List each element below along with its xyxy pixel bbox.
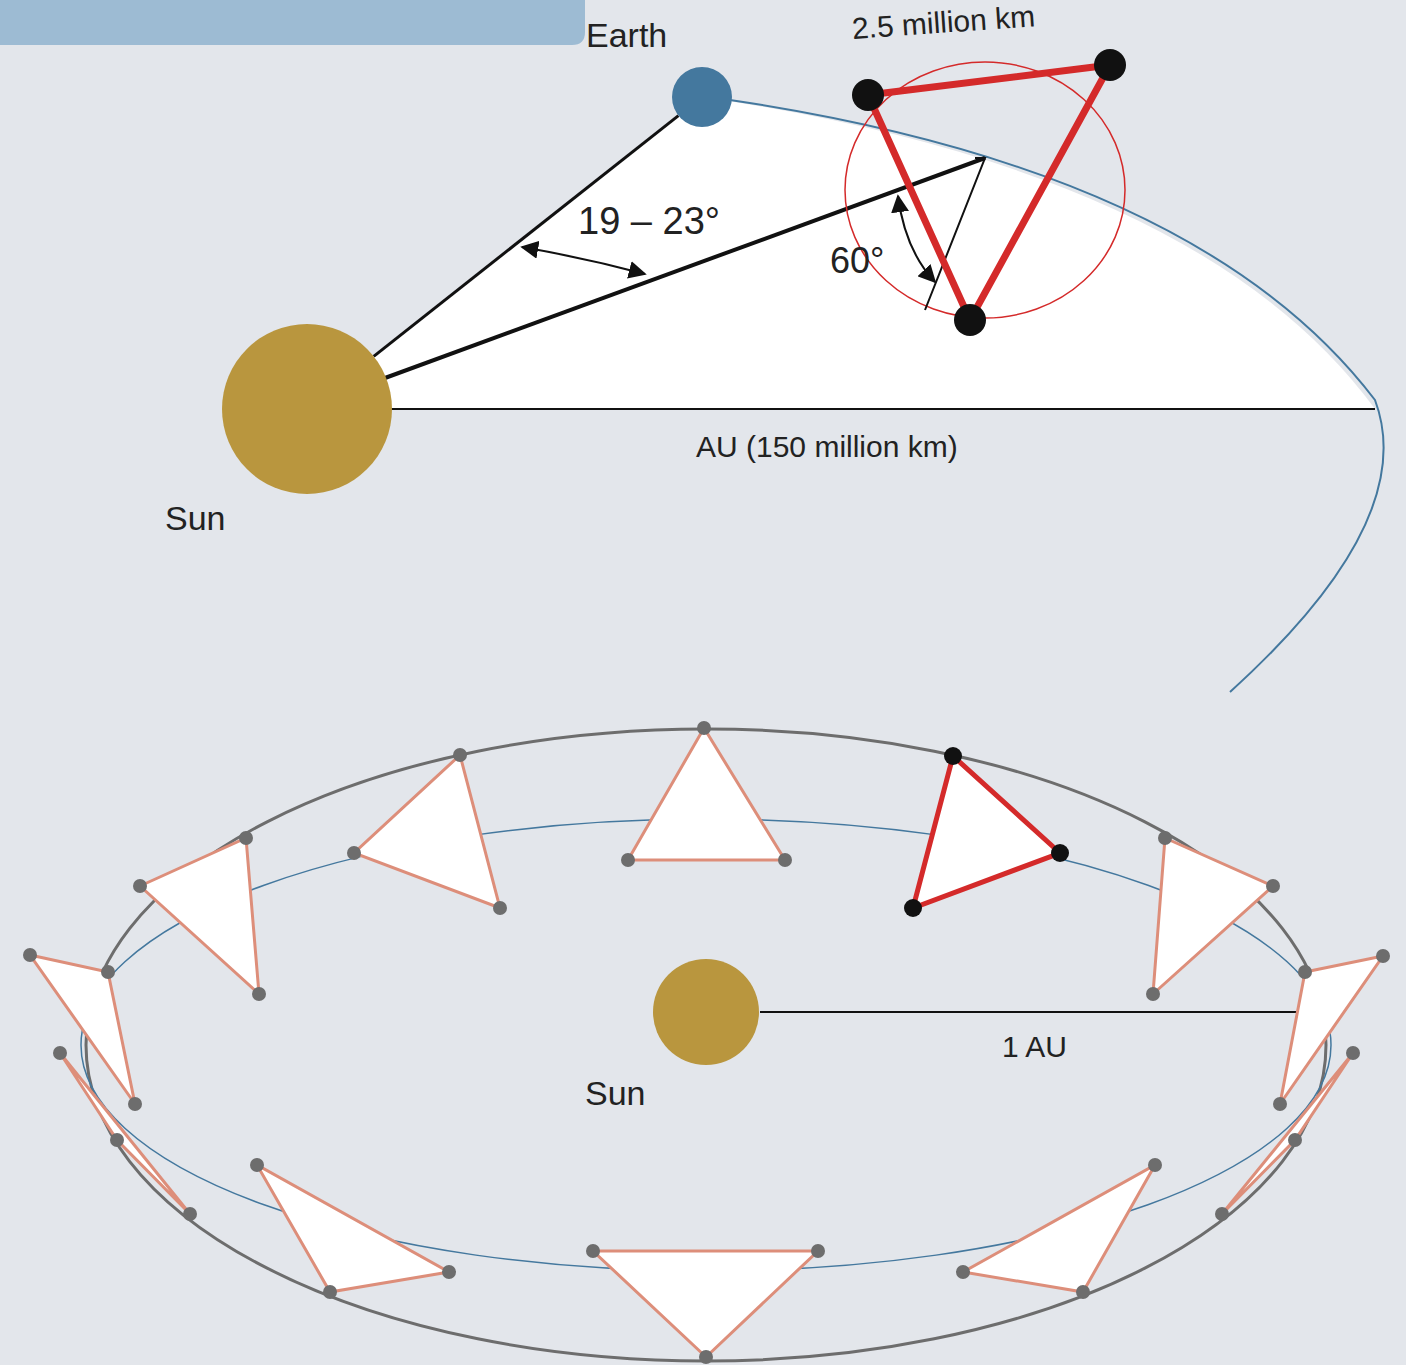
sun-node: Sun	[160, 320, 400, 544]
planet-disc	[672, 67, 732, 127]
constellation-circle	[845, 62, 1125, 318]
spacecraft	[250, 1158, 264, 1172]
spacecraft	[1051, 844, 1069, 862]
spacecraft	[1146, 987, 1160, 1001]
spacecraft	[956, 1265, 970, 1279]
lisa-triangle	[1153, 838, 1273, 994]
spacecraft	[453, 748, 467, 762]
lisa-triangle	[1222, 1053, 1353, 1214]
angle-label: 19 – 23°	[578, 200, 720, 244]
au-line	[390, 408, 1375, 410]
spacecraft	[1288, 1133, 1302, 1147]
spacecraft	[1266, 879, 1280, 893]
spacecraft	[1158, 831, 1172, 845]
header-bar	[0, 0, 585, 45]
spacecraft	[811, 1244, 825, 1258]
spacecraft	[347, 846, 361, 860]
spacecraft	[23, 948, 37, 962]
angle-label: 60°	[830, 240, 884, 281]
spacecraft	[586, 1244, 600, 1258]
lisa-triangle	[257, 1165, 449, 1292]
spacecraft	[323, 1285, 337, 1299]
spacecraft	[944, 747, 962, 765]
lisa-triangle	[868, 65, 1110, 320]
spacecraft	[1215, 1207, 1229, 1221]
lisa-triangle	[354, 755, 500, 908]
node-label: Sun	[165, 498, 226, 538]
spacecraft	[954, 304, 986, 336]
spacecraft	[128, 1097, 142, 1111]
triangle-group	[23, 721, 1390, 1364]
lisa-triangle	[140, 838, 259, 994]
spacecraft	[252, 987, 266, 1001]
spacecraft	[442, 1265, 456, 1279]
spacecraft	[1376, 949, 1390, 963]
lisa-triangle	[913, 756, 1060, 908]
spacecraft	[493, 901, 507, 915]
lisa-triangle	[628, 728, 785, 860]
spacecraft	[101, 965, 115, 979]
lisa-triangle	[30, 955, 135, 1104]
dimension-label: 1 AU	[1002, 1030, 1067, 1065]
spacecraft	[133, 879, 147, 893]
spacecraft	[852, 79, 884, 111]
earth-orbit	[730, 100, 1384, 692]
lisa-triangle	[963, 1165, 1155, 1292]
spacecraft	[699, 1350, 713, 1364]
spacecraft	[110, 1133, 124, 1147]
spacecraft	[1094, 49, 1126, 81]
dimension-label: 2.5 million km	[851, 0, 1036, 46]
lisa-triangle	[593, 1251, 818, 1357]
outer-orbit	[86, 729, 1326, 1361]
planet-disc	[222, 324, 392, 494]
spacecraft	[904, 899, 922, 917]
sun-node: Sun	[575, 955, 775, 1117]
spacecraft	[1273, 1097, 1287, 1111]
node-label: Sun	[585, 1073, 646, 1113]
spacecraft	[1346, 1046, 1360, 1060]
spacecraft	[621, 853, 635, 867]
spacecraft	[239, 831, 253, 845]
spacecraft	[1148, 1158, 1162, 1172]
orbit-sector	[307, 97, 1375, 409]
spacecraft	[183, 1207, 197, 1221]
earth-orbit	[81, 819, 1331, 1271]
node-label: Earth	[586, 15, 667, 55]
spacecraft	[778, 853, 792, 867]
angle-arrow	[522, 247, 645, 274]
dimension-label: AU (150 million km)	[696, 430, 958, 465]
planet-disc	[653, 959, 759, 1065]
au-line	[760, 1011, 1330, 1013]
spacecraft	[1076, 1285, 1090, 1299]
spacecraft	[53, 1046, 67, 1060]
spacecraft	[1298, 965, 1312, 979]
constellation-line	[385, 158, 985, 378]
earth-node: Earth	[580, 12, 740, 134]
spacecraft	[697, 721, 711, 735]
